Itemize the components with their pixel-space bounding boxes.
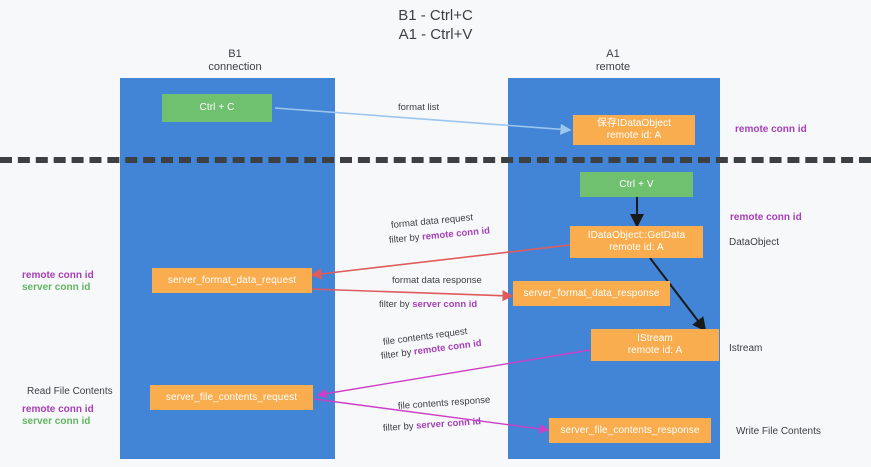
annotation-right-dataobject: DataObject [729, 237, 780, 248]
annotation-left-server-conn-id: server conn id [22, 282, 91, 293]
filter-prefix: filter by [388, 231, 423, 246]
annotation-left-remote-conn-id: remote conn id [22, 270, 94, 281]
edge-label-file-contents-response: file contents response [397, 394, 491, 412]
node-server-format-data-response[interactable]: server_format_data_response [513, 281, 670, 306]
phase-divider [0, 157, 871, 163]
node-server-format-data-request[interactable]: server_format_data_request [152, 268, 312, 293]
annotation-left-read-file-contents: Read File Contents [27, 386, 113, 397]
annotation-right-mid-remote-conn-id: remote conn id [730, 212, 802, 223]
filter-prefix: filter by [380, 346, 415, 362]
edge-label-file-contents-response-filter: filter by server conn id [383, 415, 482, 435]
node-server-file-contents-response[interactable]: server_file_contents_response [549, 418, 711, 443]
column-heading-b1: B1 connection [208, 48, 262, 73]
annotation-right-write-file-contents: Write File Contents [736, 426, 821, 437]
edge-label-format-data-response-filter: filter by server conn id [379, 298, 477, 311]
node-ctrl-v[interactable]: Ctrl + V [580, 172, 693, 197]
column-heading-a1: A1 remote [595, 48, 631, 73]
node-server-file-contents-request[interactable]: server_file_contents_request [150, 385, 313, 410]
node-idataobject-getdata[interactable]: IDataObject::GetData remote id: A [570, 226, 703, 258]
filter-value-server-conn-id: server conn id [415, 416, 482, 432]
annotation-left-bottom-server-conn-id: server conn id [22, 416, 91, 427]
annotation-left-bottom-remote-conn-id: remote conn id [22, 404, 94, 415]
filter-prefix: filter by [379, 299, 413, 310]
diagram-title: B1 - Ctrl+C A1 - Ctrl+V [398, 7, 473, 43]
edge-format-data-response [309, 288, 514, 302]
node-istream[interactable]: IStream remote id: A [591, 329, 719, 361]
annotation-right-top-remote-conn-id: remote conn id [735, 124, 807, 135]
filter-value-server-conn-id: server conn id [412, 299, 478, 310]
node-save-idataobject[interactable]: 保存IDataObject remote id: A [573, 115, 695, 145]
filter-prefix: filter by [382, 420, 417, 434]
edge-label-format-list: format list [398, 102, 440, 113]
annotation-right-istream: Istream [729, 343, 763, 354]
edge-label-format-data-response: format data response [392, 275, 482, 286]
node-ctrl-c[interactable]: Ctrl + C [162, 94, 272, 122]
